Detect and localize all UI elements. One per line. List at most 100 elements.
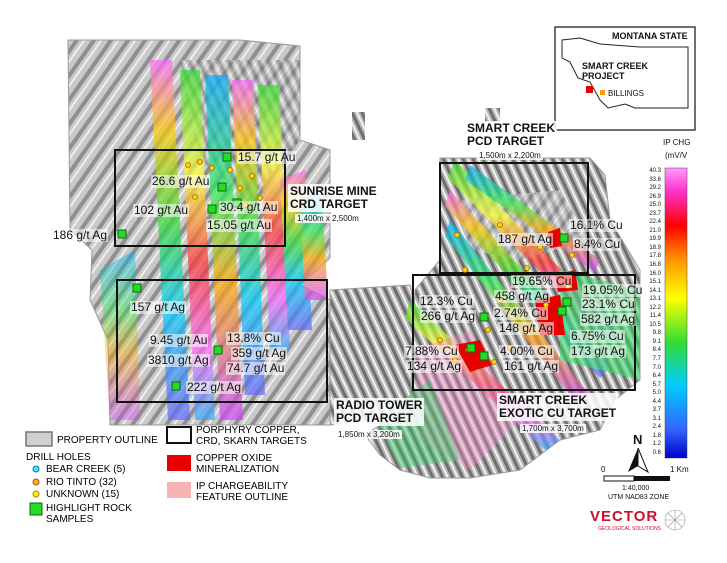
sunrise-target-dims: 1,400m x 2,500m — [295, 214, 361, 223]
colorbar-tick: 12.2 — [649, 304, 661, 311]
colorbar-tick: 23.7 — [649, 210, 661, 217]
sample-label: 4.00% Cu — [499, 344, 554, 358]
legend-ip-label: IP CHARGEABILITY FEATURE OUTLINE — [196, 481, 289, 503]
north-label: N — [633, 432, 643, 447]
colorbar-tick: 4.4 — [652, 398, 661, 405]
sample-label: 8.4% Cu — [573, 237, 622, 251]
colorbar-tick: 7.0 — [652, 364, 661, 371]
colorbar-tick: 5.0 — [652, 390, 661, 397]
sample-label: 12.3% Cu — [419, 294, 474, 308]
inset-map — [554, 26, 696, 131]
colorbar-tick: 19.9 — [649, 236, 661, 243]
sample-label: 15.7 g/t Au — [237, 150, 297, 164]
colorbar-tick: 1.8 — [652, 432, 661, 439]
scale-ratio: 1:40,000 — [622, 485, 650, 492]
colorbar-tick: 29.2 — [649, 185, 661, 192]
sample-label: 2.74% Cu — [493, 306, 548, 320]
legend-symbols — [25, 426, 192, 516]
colorbar-tick: 3.7 — [652, 407, 661, 414]
legend-copper-label: COPPER OXIDE MINERALIZATION — [196, 453, 280, 475]
legend-drill-title: DRILL HOLES — [26, 452, 91, 463]
sample-label: 187 g/t Ag — [497, 232, 554, 246]
sample-label: 359 g/t Ag — [231, 346, 288, 360]
sample-label: 186 g/t Ag — [52, 228, 109, 242]
colorbar-tick: 9.1 — [652, 338, 661, 345]
legend-porphyry-label: PORPHYRY COPPER, CRD, SKARN TARGETS — [196, 425, 307, 447]
vector-logo-mark — [664, 509, 686, 531]
sample-label: 102 g/t Au — [133, 203, 190, 217]
colorbar-tick: 7.7 — [652, 356, 661, 362]
sample-label: 13.8% Cu — [226, 331, 281, 345]
colorbar-tick: 2.4 — [652, 424, 661, 431]
terrain-central — [329, 108, 500, 426]
sample-label: 3810 g/t Ag — [147, 353, 210, 367]
colorbar-tick: 10.5 — [649, 321, 661, 328]
colorbar-tick: 6.4 — [652, 373, 661, 380]
radio-target-label: RADIO TOWER PCD TARGET — [334, 398, 425, 426]
colorbar-units: (mV/V — [665, 151, 688, 160]
colorbar-tick: 15.1 — [649, 279, 661, 286]
sample-label: 134 g/t Ag — [406, 359, 463, 373]
sample-label: 6.75% Cu — [570, 329, 625, 343]
legend-property-label: PROPERTY OUTLINE — [57, 435, 158, 446]
colorbar-tick: 16.0 — [649, 270, 661, 277]
sample-label: 222 g/t Ag — [186, 380, 243, 394]
colorbar-tick: 21.0 — [649, 227, 661, 234]
colorbar-tick: 40.3 — [649, 168, 661, 174]
sample-label: 266 g/t Ag — [420, 309, 477, 323]
sunrise-target-label: SUNRISE MINE CRD TARGET — [288, 184, 379, 212]
legend-bear-label: BEAR CREEK (5) — [46, 464, 126, 475]
sample-label: 173 g/t Ag — [570, 344, 627, 358]
vector-logo-name: VECTOR — [590, 508, 659, 525]
inset-state-label: MONTANA STATE — [612, 31, 688, 41]
colorbar-tick: 11.4 — [649, 313, 661, 320]
exotic-target-dims: 1,700m x 3,700m — [520, 424, 586, 433]
radio-target-dims: 1,850m x 3,200m — [336, 430, 402, 439]
sunrise-target-box — [114, 149, 286, 247]
sample-label: 19.65% Cu — [511, 274, 573, 288]
sample-label: 23.1% Cu — [581, 297, 636, 311]
scale-bar — [603, 475, 670, 482]
sample-label: 19.05% Cu — [582, 283, 644, 297]
smart-pcd-target-label: SMART CREEK PCD TARGET — [465, 121, 558, 149]
north-arrow — [628, 447, 650, 474]
sample-label: 458 g/t Ag — [494, 289, 551, 303]
colorbar-tick: 18.9 — [649, 244, 661, 251]
rock-samples — [117, 152, 572, 391]
sample-label: 30.4 g/t Au — [219, 200, 279, 214]
sample-label: 26.6 g/t Au — [151, 174, 211, 188]
sample-label: 16.1% Cu — [569, 218, 624, 232]
legend-rio-label: RIO TINTO (32) — [46, 477, 117, 488]
scale-zero: 0 — [601, 465, 606, 474]
exotic-target-label: SMART CREEK EXOTIC CU TARGET — [497, 393, 619, 421]
colorbar-title: IP CHG — [663, 138, 691, 147]
colorbar-tick: 8.4 — [652, 347, 661, 354]
colorbar-tick: 14.1 — [649, 287, 661, 294]
colorbar-tick: 1.2 — [652, 441, 661, 448]
sample-label: 582 g/t Ag — [580, 312, 637, 326]
scale-projection: UTM NAD83 ZONE — [608, 494, 670, 501]
sample-label: 74.7 g/t Au — [226, 361, 286, 375]
sample-label: 161 g/t Ag — [503, 359, 560, 373]
colorbar-tick: 16.8 — [649, 262, 661, 268]
sample-label: 157 g/t Ag — [130, 300, 187, 314]
scale-one: 1 Km — [670, 465, 689, 474]
colorbar-tick: 22.4 — [649, 219, 661, 226]
smart-pcd-target-box — [439, 162, 589, 274]
inset-city-label: BILLINGS — [608, 89, 645, 98]
radio-tower-target-box — [116, 279, 328, 403]
colorbar-tick: 25.0 — [649, 202, 661, 209]
sample-label: 15.05 g/t Au — [206, 218, 273, 232]
colorbar-tick: 5.7 — [652, 381, 661, 388]
sample-label: 7.88% Cu — [404, 344, 459, 358]
colorbar-tick: 9.8 — [652, 330, 661, 337]
inset-project-label: SMART CREEK PROJECT — [582, 61, 649, 81]
colorbar-tick: 0.6 — [652, 450, 661, 456]
legend-unknown-label: UNKNOWN (15) — [46, 489, 120, 500]
legend-rock-label: HIGHLIGHT ROCK SAMPLES — [46, 503, 132, 525]
vector-logo-sub: GEOLOGICAL SOLUTIONS — [598, 526, 661, 532]
sample-label: 9.45 g/t Au — [149, 333, 209, 347]
colorbar-tick: 3.1 — [652, 415, 661, 422]
sample-label: 148 g/t Ag — [498, 321, 555, 335]
